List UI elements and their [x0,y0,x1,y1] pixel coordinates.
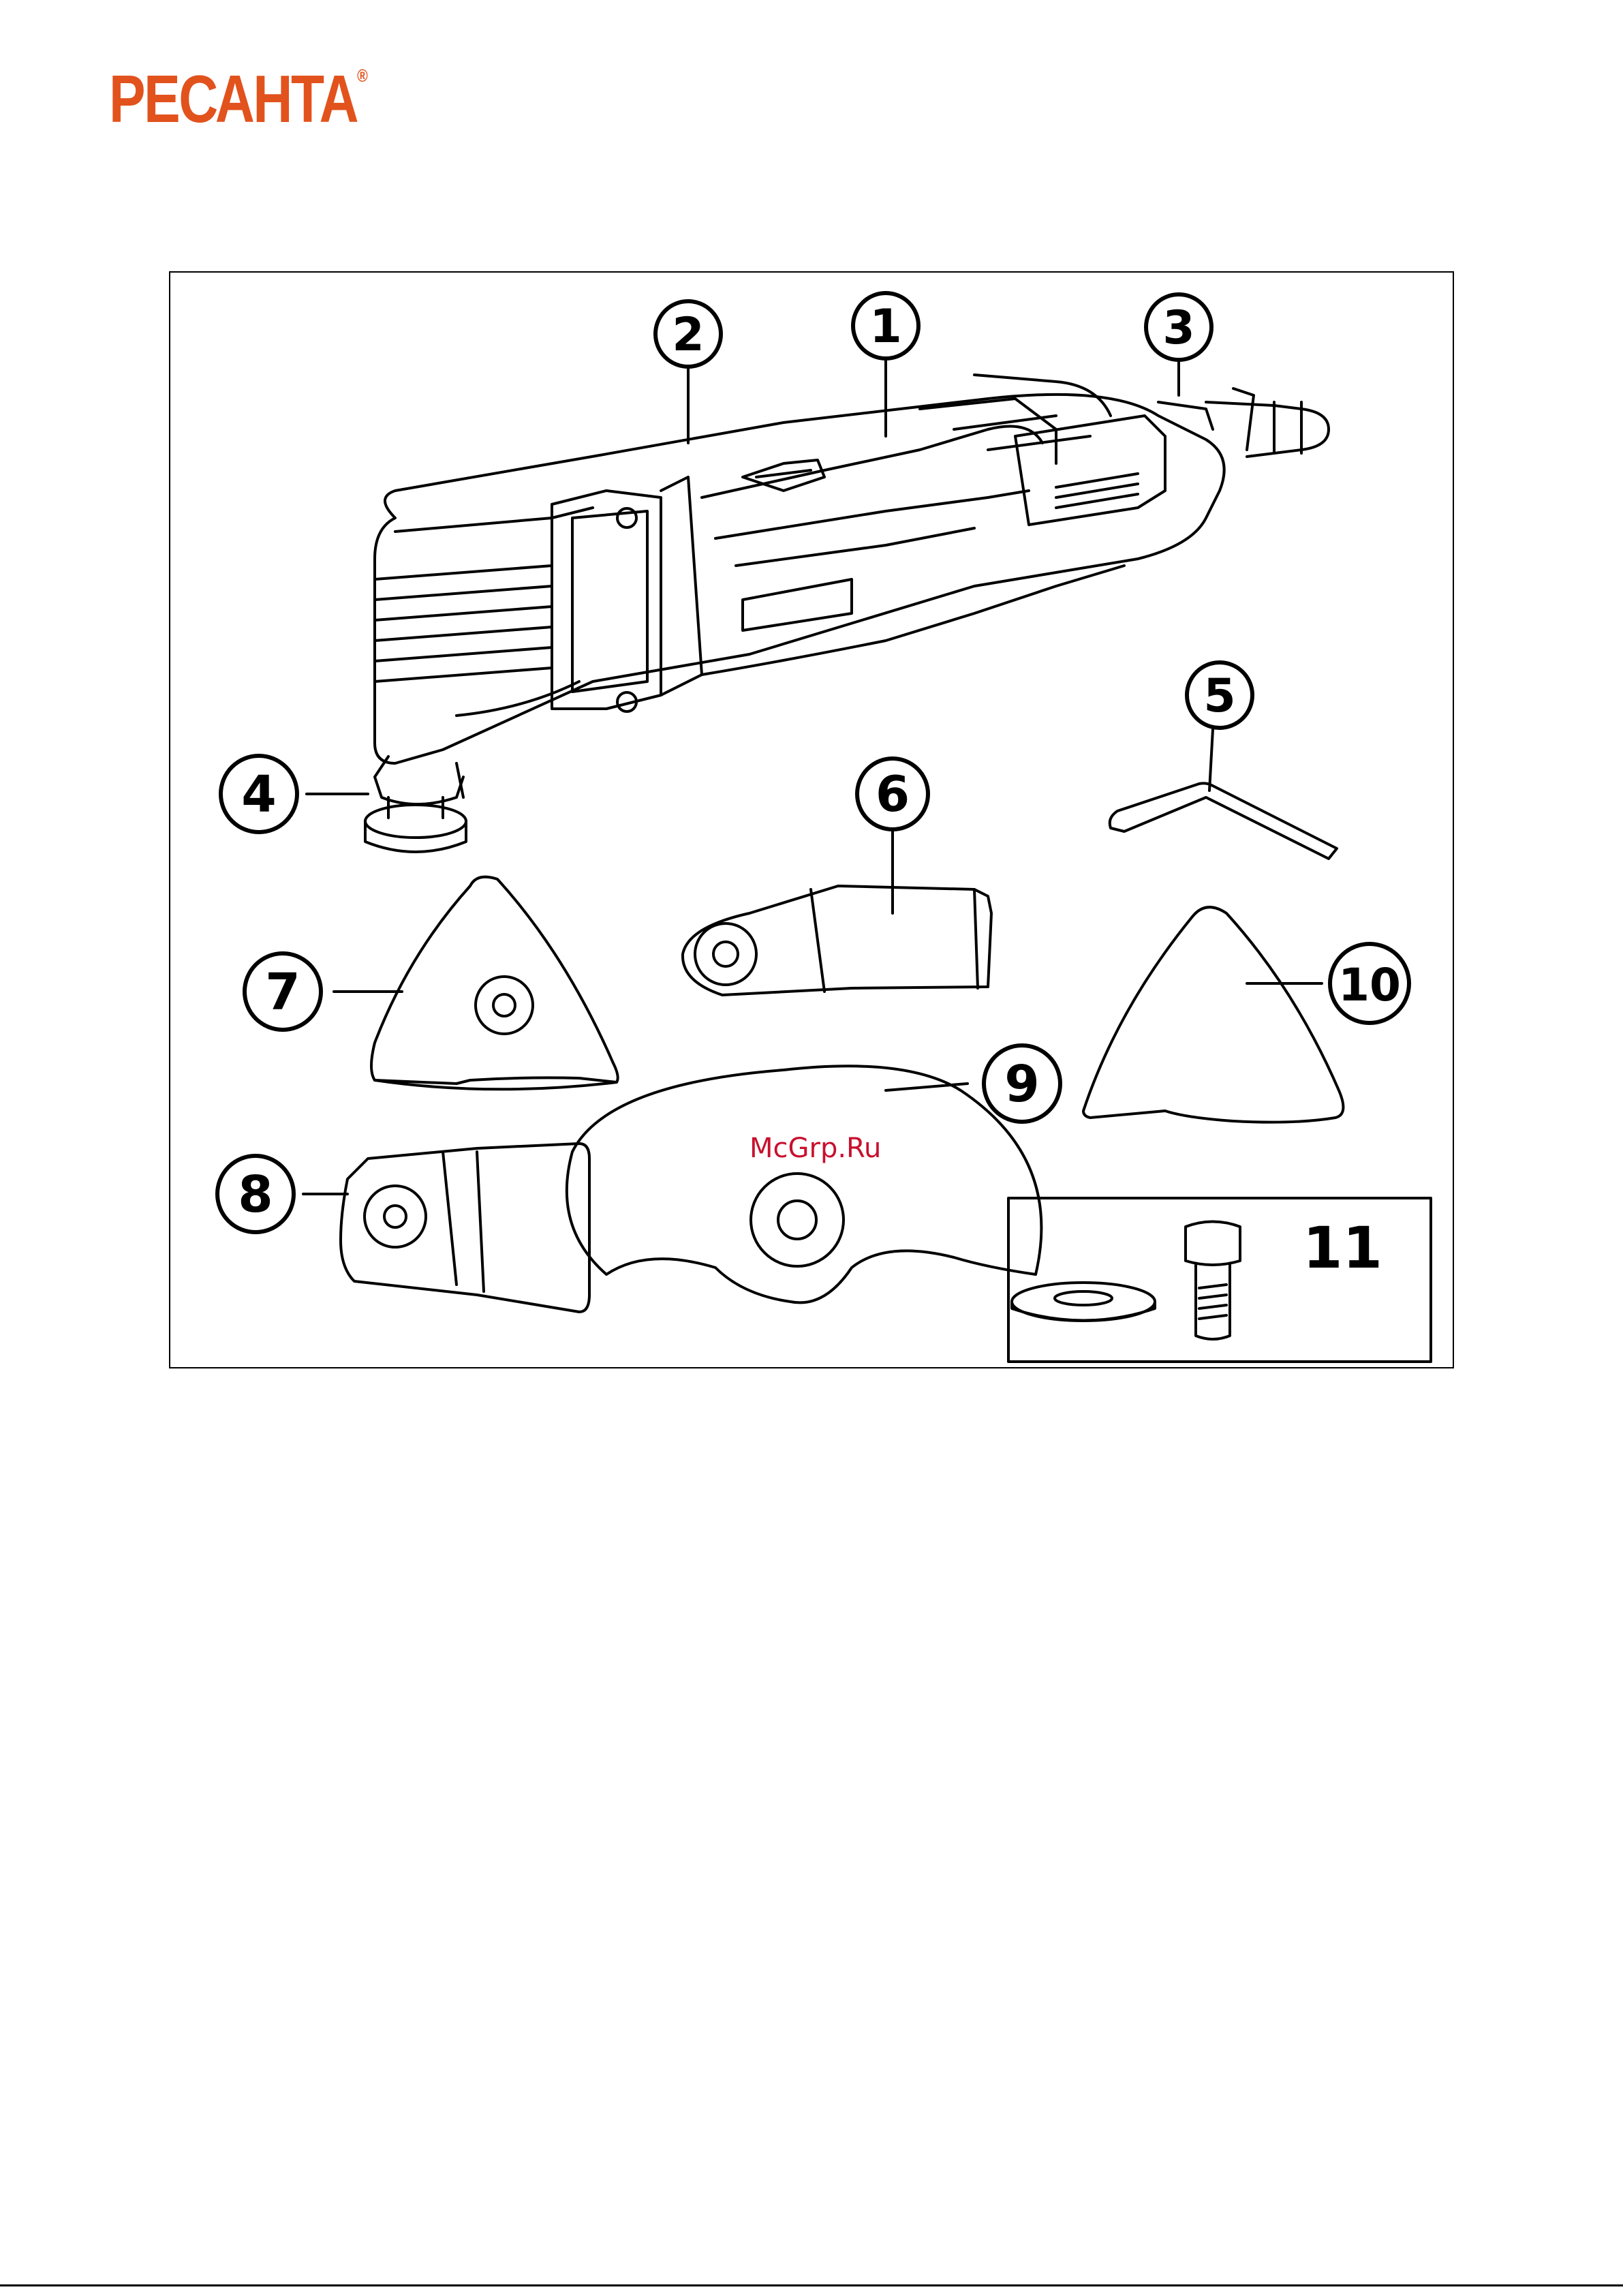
svg-text:5: 5 [1203,669,1235,723]
segment-saw-blade [567,1066,1042,1302]
washer [1012,1283,1155,1321]
svg-text:7: 7 [265,963,300,1022]
delta-sanding-pad [371,877,618,1090]
sanding-sheet [1083,907,1343,1122]
svg-text:8: 8 [238,1165,273,1224]
parts-illustration: 1 2 3 4 5 6 7 8 [170,273,1455,1370]
clamp-flange [365,797,466,852]
svg-text:11: 11 [1303,1214,1382,1281]
page-bottom-rule [0,2284,1623,2286]
registered-mark: ® [357,65,368,86]
callout-9: 9 [984,1045,1060,1122]
callout-3: 3 [1146,294,1211,360]
callout-8: 8 [217,1156,294,1232]
callout-5: 5 [1187,662,1252,728]
callout-4: 4 [221,756,297,832]
brand-logo-text: РЕСАНТА [109,61,357,136]
svg-text:2: 2 [672,308,704,362]
svg-text:4: 4 [241,765,277,824]
svg-text:3: 3 [1162,301,1194,355]
callout-6: 6 [857,759,928,829]
bolt [1186,1222,1240,1340]
watermark: McGrp.Ru [749,1133,881,1164]
parts-figure: 1 2 3 4 5 6 7 8 [169,271,1454,1368]
svg-text:10: 10 [1338,959,1401,1011]
callout-7: 7 [245,953,321,1030]
callout-1: 1 [853,293,918,358]
svg-text:9: 9 [1004,1055,1040,1114]
hex-key [1110,783,1337,859]
brand-logo: РЕСАНТА® [109,65,368,132]
scraper-blade [341,1144,589,1312]
multitool-body [375,375,1329,804]
callout-11: 11 [1303,1214,1382,1281]
callout-10: 10 [1330,944,1409,1023]
callout-2: 2 [655,301,721,367]
plunge-saw-blade [683,886,991,995]
svg-text:6: 6 [876,765,910,823]
svg-text:1: 1 [869,300,901,354]
